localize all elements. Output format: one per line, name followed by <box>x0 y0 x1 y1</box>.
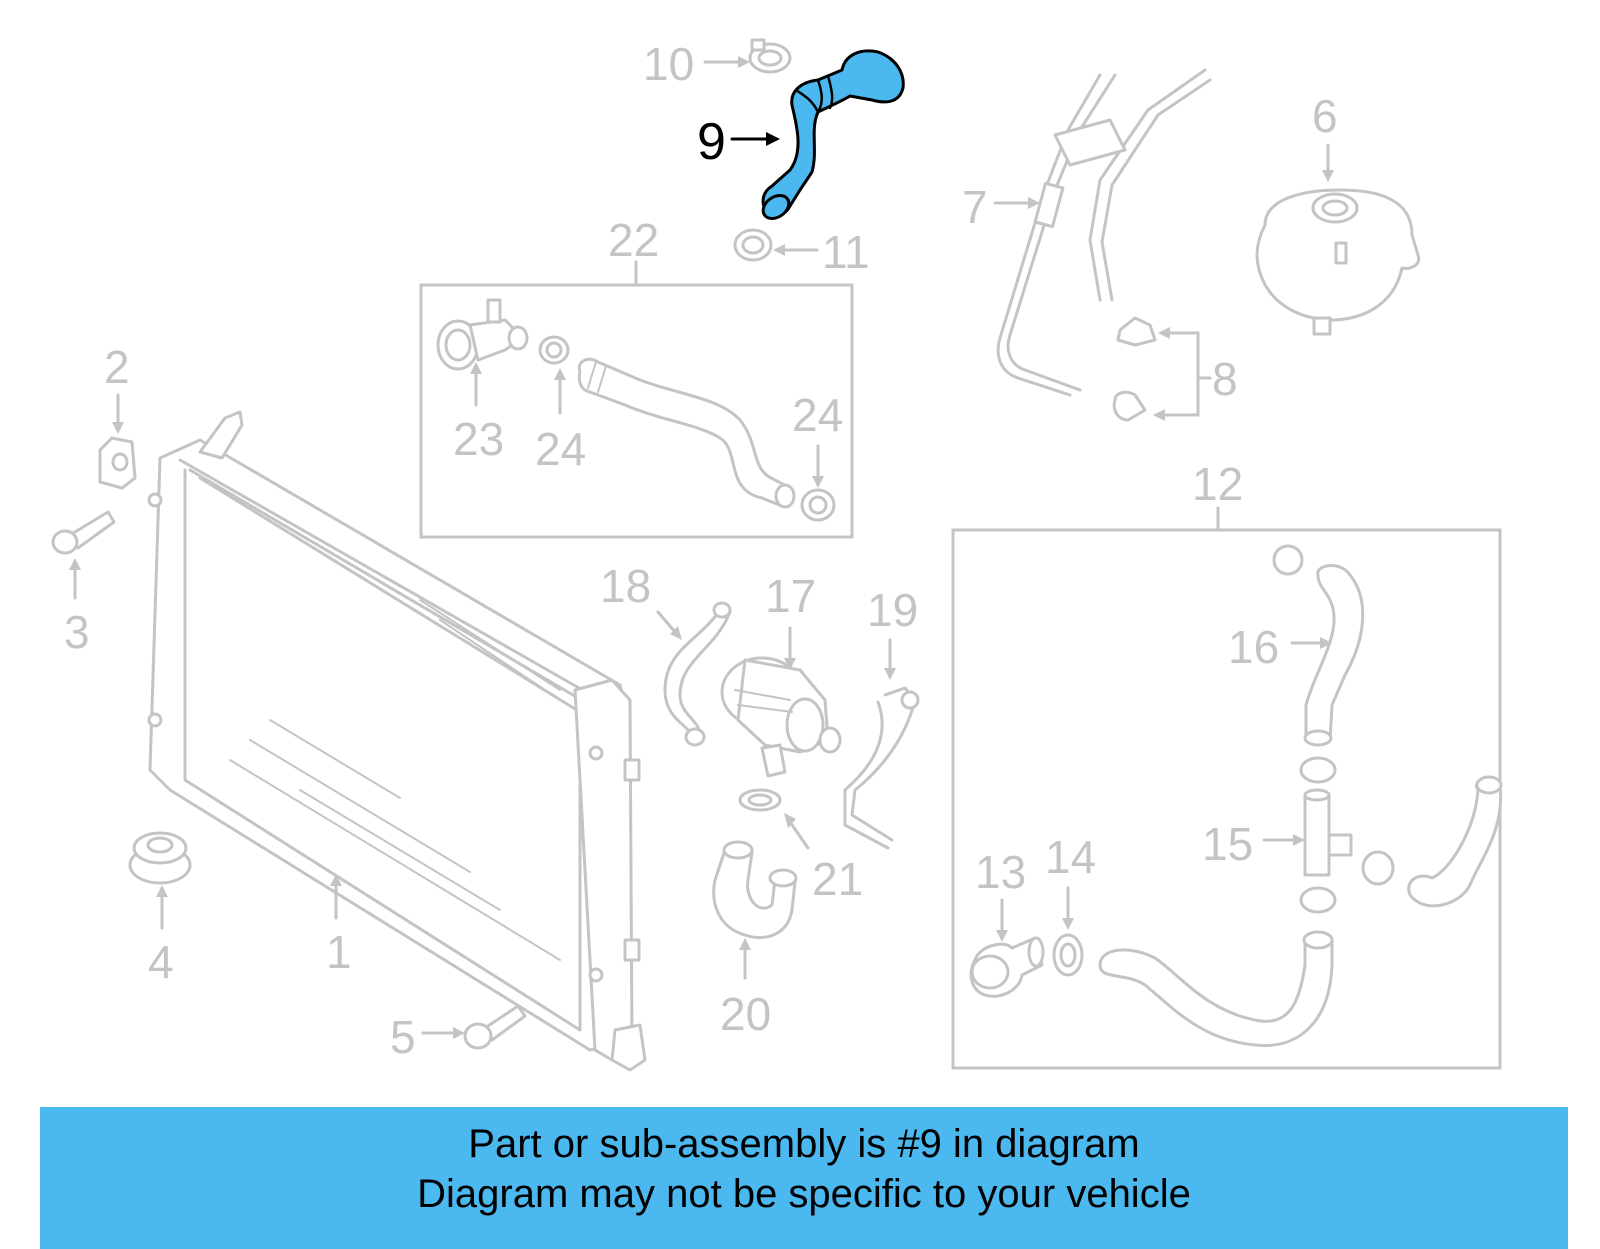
part-2-bracket[interactable] <box>98 436 137 490</box>
callout-21-label: 21 <box>812 853 863 905</box>
callout-11-label: 11 <box>822 226 870 278</box>
callout-7-label: 7 <box>962 181 988 233</box>
part-8-caps[interactable] <box>1112 316 1157 422</box>
part-18-bracket[interactable] <box>663 601 732 747</box>
callout-17: 17 <box>765 570 816 670</box>
callout-23-label: 23 <box>453 413 504 465</box>
callout-16-label: 16 <box>1228 621 1279 673</box>
callout-11: 11 <box>773 226 870 278</box>
callout-4: 4 <box>148 885 174 988</box>
callout-20-label: 20 <box>720 988 771 1040</box>
part-9-hose[interactable] <box>759 49 905 223</box>
callout-13-label: 13 <box>975 846 1026 898</box>
assembly-22-box: 22 <box>419 214 854 539</box>
callout-1-label: 1 <box>326 926 352 978</box>
callout-10-label: 10 <box>643 38 694 90</box>
callout-14-label: 14 <box>1045 831 1096 883</box>
callout-6-label: 6 <box>1312 90 1338 142</box>
callout-10: 10 <box>643 38 750 90</box>
callout-15-label: 15 <box>1202 818 1253 870</box>
part-16-hose[interactable] <box>1272 544 1365 747</box>
callout-9: 9 <box>697 113 780 171</box>
callout-13: 13 <box>975 846 1026 942</box>
callout-2-label: 2 <box>104 341 130 393</box>
callout-7: 7 <box>962 181 1040 233</box>
callout-24-a: 24 <box>535 368 586 475</box>
callout-21: 21 <box>784 813 863 905</box>
part-12-side-hose[interactable] <box>1407 775 1503 908</box>
callout-6: 6 <box>1312 90 1338 182</box>
callout-22-label: 22 <box>608 214 659 266</box>
callout-20: 20 <box>720 938 771 1040</box>
callout-19: 19 <box>867 584 918 680</box>
part-17-pump[interactable] <box>720 656 842 778</box>
part-22-hose[interactable] <box>577 357 796 509</box>
part-12-main-hose[interactable] <box>1098 930 1334 1048</box>
callout-23: 23 <box>453 362 504 465</box>
part-13-elbow[interactable] <box>969 936 1045 998</box>
part-23-connector[interactable] <box>436 298 529 371</box>
callout-18-label: 18 <box>600 560 651 612</box>
callout-16: 16 <box>1228 621 1332 673</box>
callout-15: 15 <box>1202 818 1305 870</box>
part-24-clamp-b[interactable] <box>800 488 836 522</box>
part-11-clamp[interactable] <box>733 228 773 262</box>
banner-line-2: Diagram may not be specific to your vehi… <box>417 1172 1191 1216</box>
callout-19-label: 19 <box>867 584 918 636</box>
info-banner: Part or sub-assembly is #9 in diagram Di… <box>40 1107 1568 1249</box>
callout-2: 2 <box>104 341 130 434</box>
part-10-clamp[interactable] <box>748 38 792 74</box>
part-4-mount[interactable] <box>128 831 192 885</box>
callout-24a-label: 24 <box>535 423 586 475</box>
callout-12-label: 12 <box>1192 458 1243 510</box>
callout-24-b: 24 <box>792 389 843 488</box>
callout-18: 18 <box>600 560 682 640</box>
part-6-expansion-tank[interactable] <box>1255 188 1421 336</box>
banner-line-1: Part or sub-assembly is #9 in diagram <box>468 1122 1140 1166</box>
callout-5-label: 5 <box>390 1011 416 1063</box>
assembly-12-box: 12 <box>951 458 1502 1070</box>
callout-3: 3 <box>64 558 90 658</box>
part-19-bracket[interactable] <box>843 686 920 850</box>
callout-1: 1 <box>326 874 352 978</box>
callout-3-label: 3 <box>64 606 90 658</box>
part-3-bolt[interactable] <box>51 510 116 555</box>
callout-14: 14 <box>1045 831 1096 930</box>
part-15-t-connector[interactable] <box>1299 756 1395 914</box>
part-24-clamp-a[interactable] <box>538 335 570 365</box>
callout-4-label: 4 <box>148 936 174 988</box>
callout-8: 8 <box>1153 327 1238 421</box>
callout-5: 5 <box>390 1011 465 1063</box>
part-1-radiator[interactable] <box>147 410 647 1072</box>
part-21-clamp[interactable] <box>738 788 782 812</box>
callout-24b-label: 24 <box>792 389 843 441</box>
callout-8-label: 8 <box>1212 353 1238 405</box>
part-5-bolt[interactable] <box>463 1004 527 1050</box>
callout-17-label: 17 <box>765 570 816 622</box>
part-7-pipe[interactable] <box>996 68 1212 397</box>
part-20-hose[interactable] <box>712 840 798 940</box>
part-14-clamp[interactable] <box>1052 933 1084 977</box>
callout-9-label: 9 <box>697 113 726 171</box>
